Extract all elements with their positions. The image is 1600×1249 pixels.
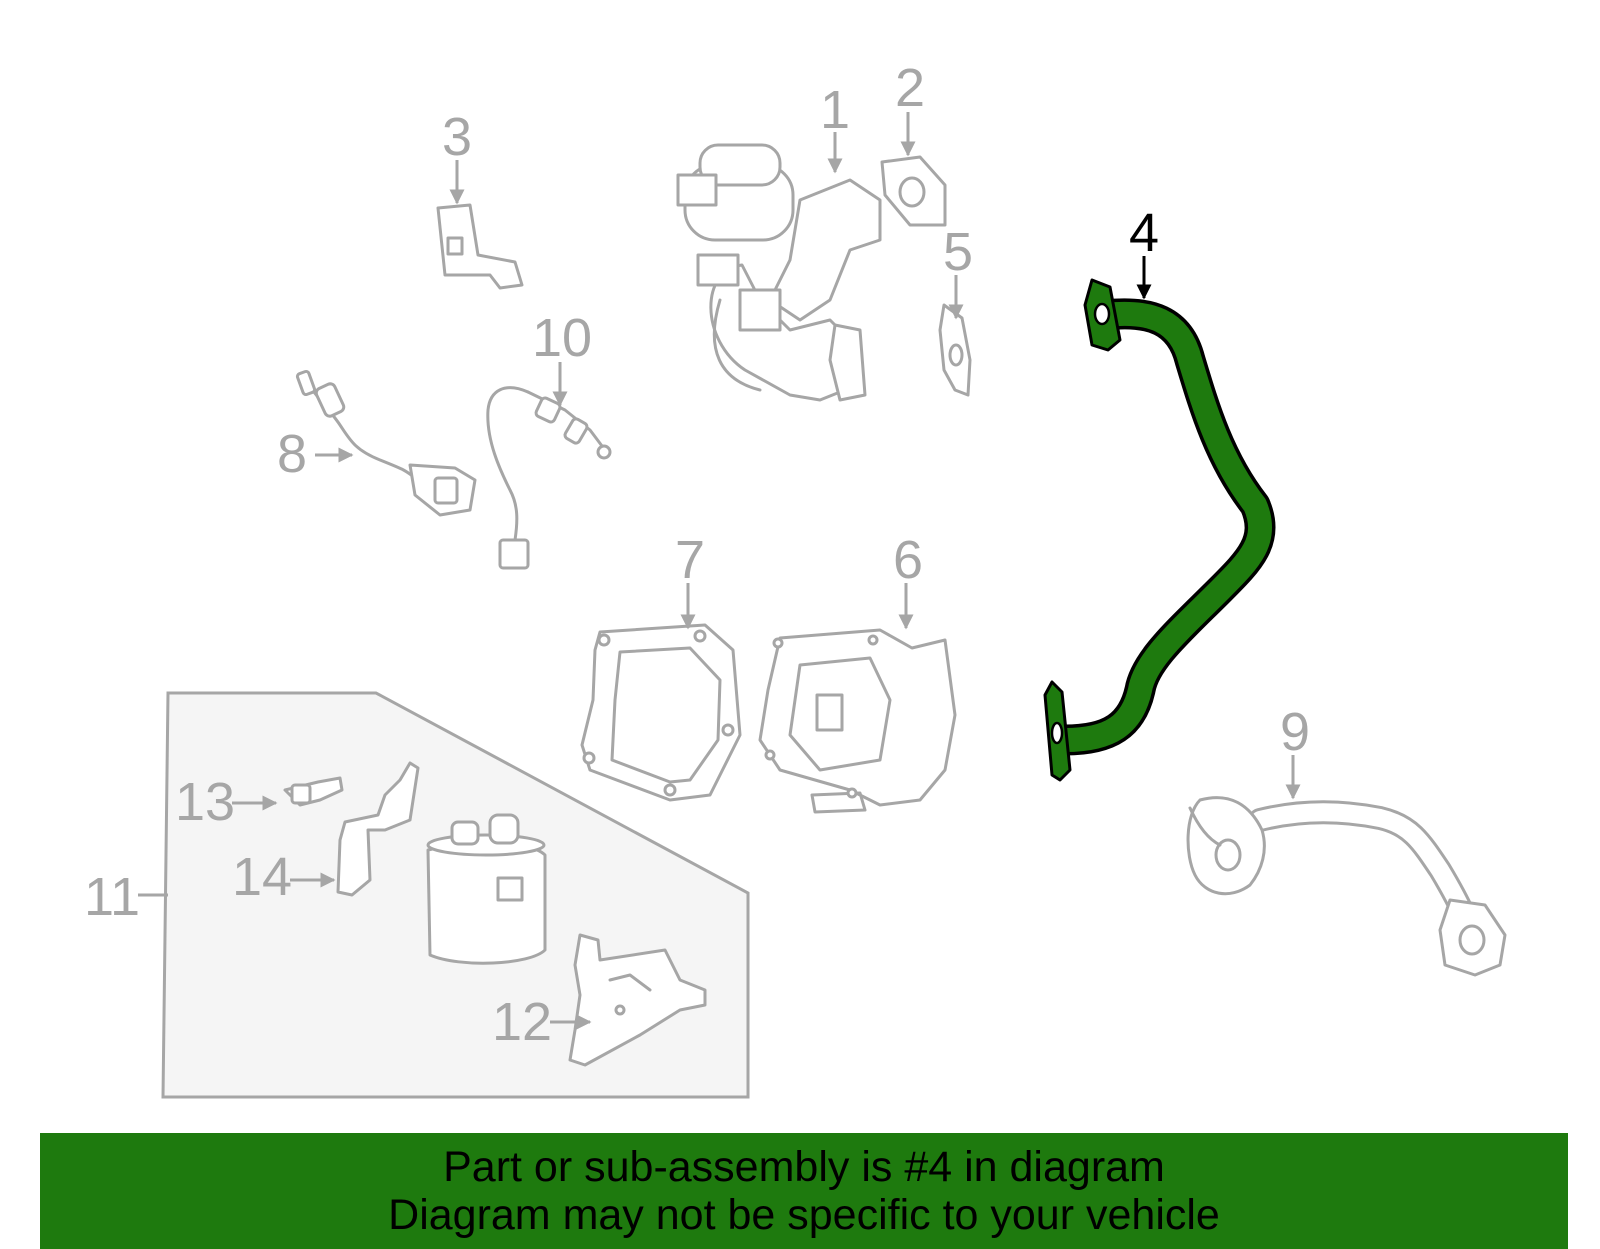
part-7-gasket[interactable] (580, 623, 742, 802)
part-3-bracket[interactable] (436, 203, 524, 290)
callout-8: 8 (277, 424, 307, 484)
callout-7: 7 (675, 530, 705, 590)
callout-11: 11 (84, 867, 140, 927)
callout-2: 2 (895, 58, 925, 118)
info-banner: Part or sub-assembly is #4 in diagram Di… (40, 1133, 1568, 1249)
part-5-gasket[interactable] (938, 303, 972, 397)
part-10-oxygen-sensor[interactable] (486, 386, 612, 570)
part-8-oxygen-sensor[interactable] (295, 369, 477, 517)
part-1-egr-valve[interactable] (676, 143, 882, 402)
part-4-egr-pipe[interactable] (1043, 278, 1276, 782)
part-14-bracket[interactable] (336, 761, 420, 897)
banner-line-1: Part or sub-assembly is #4 in diagram (443, 1143, 1165, 1191)
callout-12: 12 (492, 992, 552, 1052)
part-9-egr-pipe[interactable] (1186, 796, 1507, 977)
part-12-canister-bracket[interactable] (426, 813, 707, 1067)
callout-6: 6 (893, 530, 923, 590)
part-6-throttle-body[interactable] (758, 628, 957, 814)
callout-14: 14 (232, 847, 292, 907)
banner-line-2: Diagram may not be specific to your vehi… (388, 1191, 1220, 1239)
part-13-sensor[interactable] (283, 776, 344, 807)
callout-1: 1 (820, 80, 850, 140)
callout-10: 10 (532, 308, 592, 368)
callout-9: 9 (1280, 702, 1310, 762)
part-2-gasket[interactable] (880, 155, 947, 227)
callout-3: 3 (442, 107, 472, 167)
callout-5: 5 (943, 222, 973, 282)
callout-4: 4 (1129, 203, 1159, 263)
callout-13: 13 (175, 772, 235, 832)
